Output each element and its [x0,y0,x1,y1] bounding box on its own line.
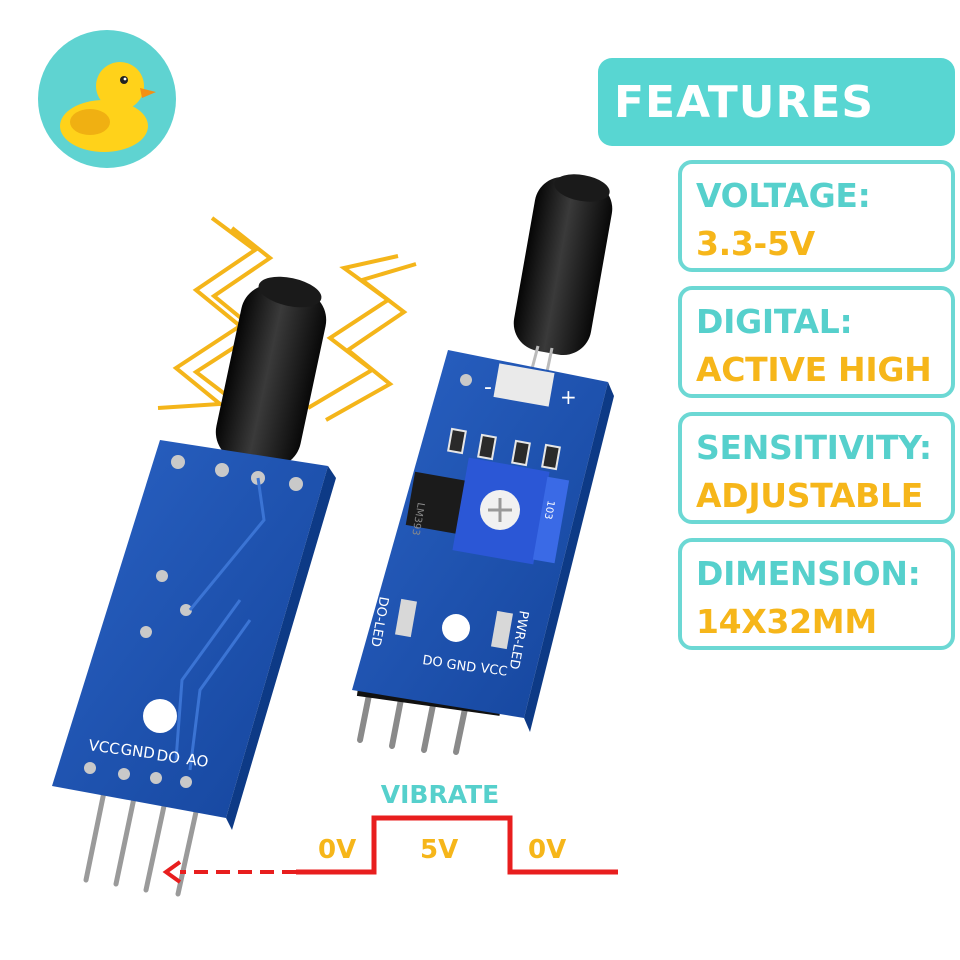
pin-label-ao: AO [185,750,209,771]
feature-card-voltage: VOLTAGE: 3.3-5V [678,160,955,272]
feature-card-sensitivity: SENSITIVITY: ADJUSTABLE [678,412,955,524]
level-low-left: 0V [318,835,356,865]
pin-label-gnd: GND [445,657,477,676]
sensor-plus-label: + [560,385,577,409]
features-header: FEATURES [598,58,955,146]
feature-label: VOLTAGE: [696,176,871,215]
feature-value: 3.3-5V [696,224,815,263]
level-low-right: 0V [528,835,566,865]
feature-value: ACTIVE HIGH [696,350,932,389]
feature-card-dimension: DIMENSION: 14X32MM [678,538,955,650]
signal-diagram: VIBRATE 0V 5V 0V [162,780,618,884]
vibration-lines-right [306,254,417,422]
duck-icon [60,62,156,152]
pin-label-gnd: GND [119,740,156,763]
feature-card-digital: DIGITAL: ACTIVE HIGH [678,286,955,398]
feature-value: 14X32MM [696,602,877,641]
pot-text: 103 [542,499,556,520]
feature-label: SENSITIVITY: [696,428,932,467]
pin-label-vcc: VCC [479,661,508,680]
sensor-board-front: - + LM393 103 DO-LED PWR-LED DO GND VCC [352,174,614,755]
feature-label: DIMENSION: [696,554,921,593]
duck-logo [38,30,176,168]
vibrate-label: VIBRATE [381,780,500,809]
front-pin-labels: DO GND VCC [421,653,508,680]
back-pin-labels: VCC GND DO AO [87,736,209,771]
pin-label-vcc: VCC [87,736,120,758]
arrow-head-icon [162,860,182,884]
sensor-minus-label: - [484,375,492,400]
feature-label: DIGITAL: [696,302,853,341]
feature-value: ADJUSTABLE [696,476,923,515]
features-title: FEATURES [614,76,875,128]
sensor-board-back: VCC GND DO AO [52,276,336,897]
level-high: 5V [420,835,458,865]
comparator-chip [405,471,469,535]
pin-label-do: DO [421,653,443,671]
pin-label-do: DO [155,746,181,767]
signal-waveform [296,815,618,875]
